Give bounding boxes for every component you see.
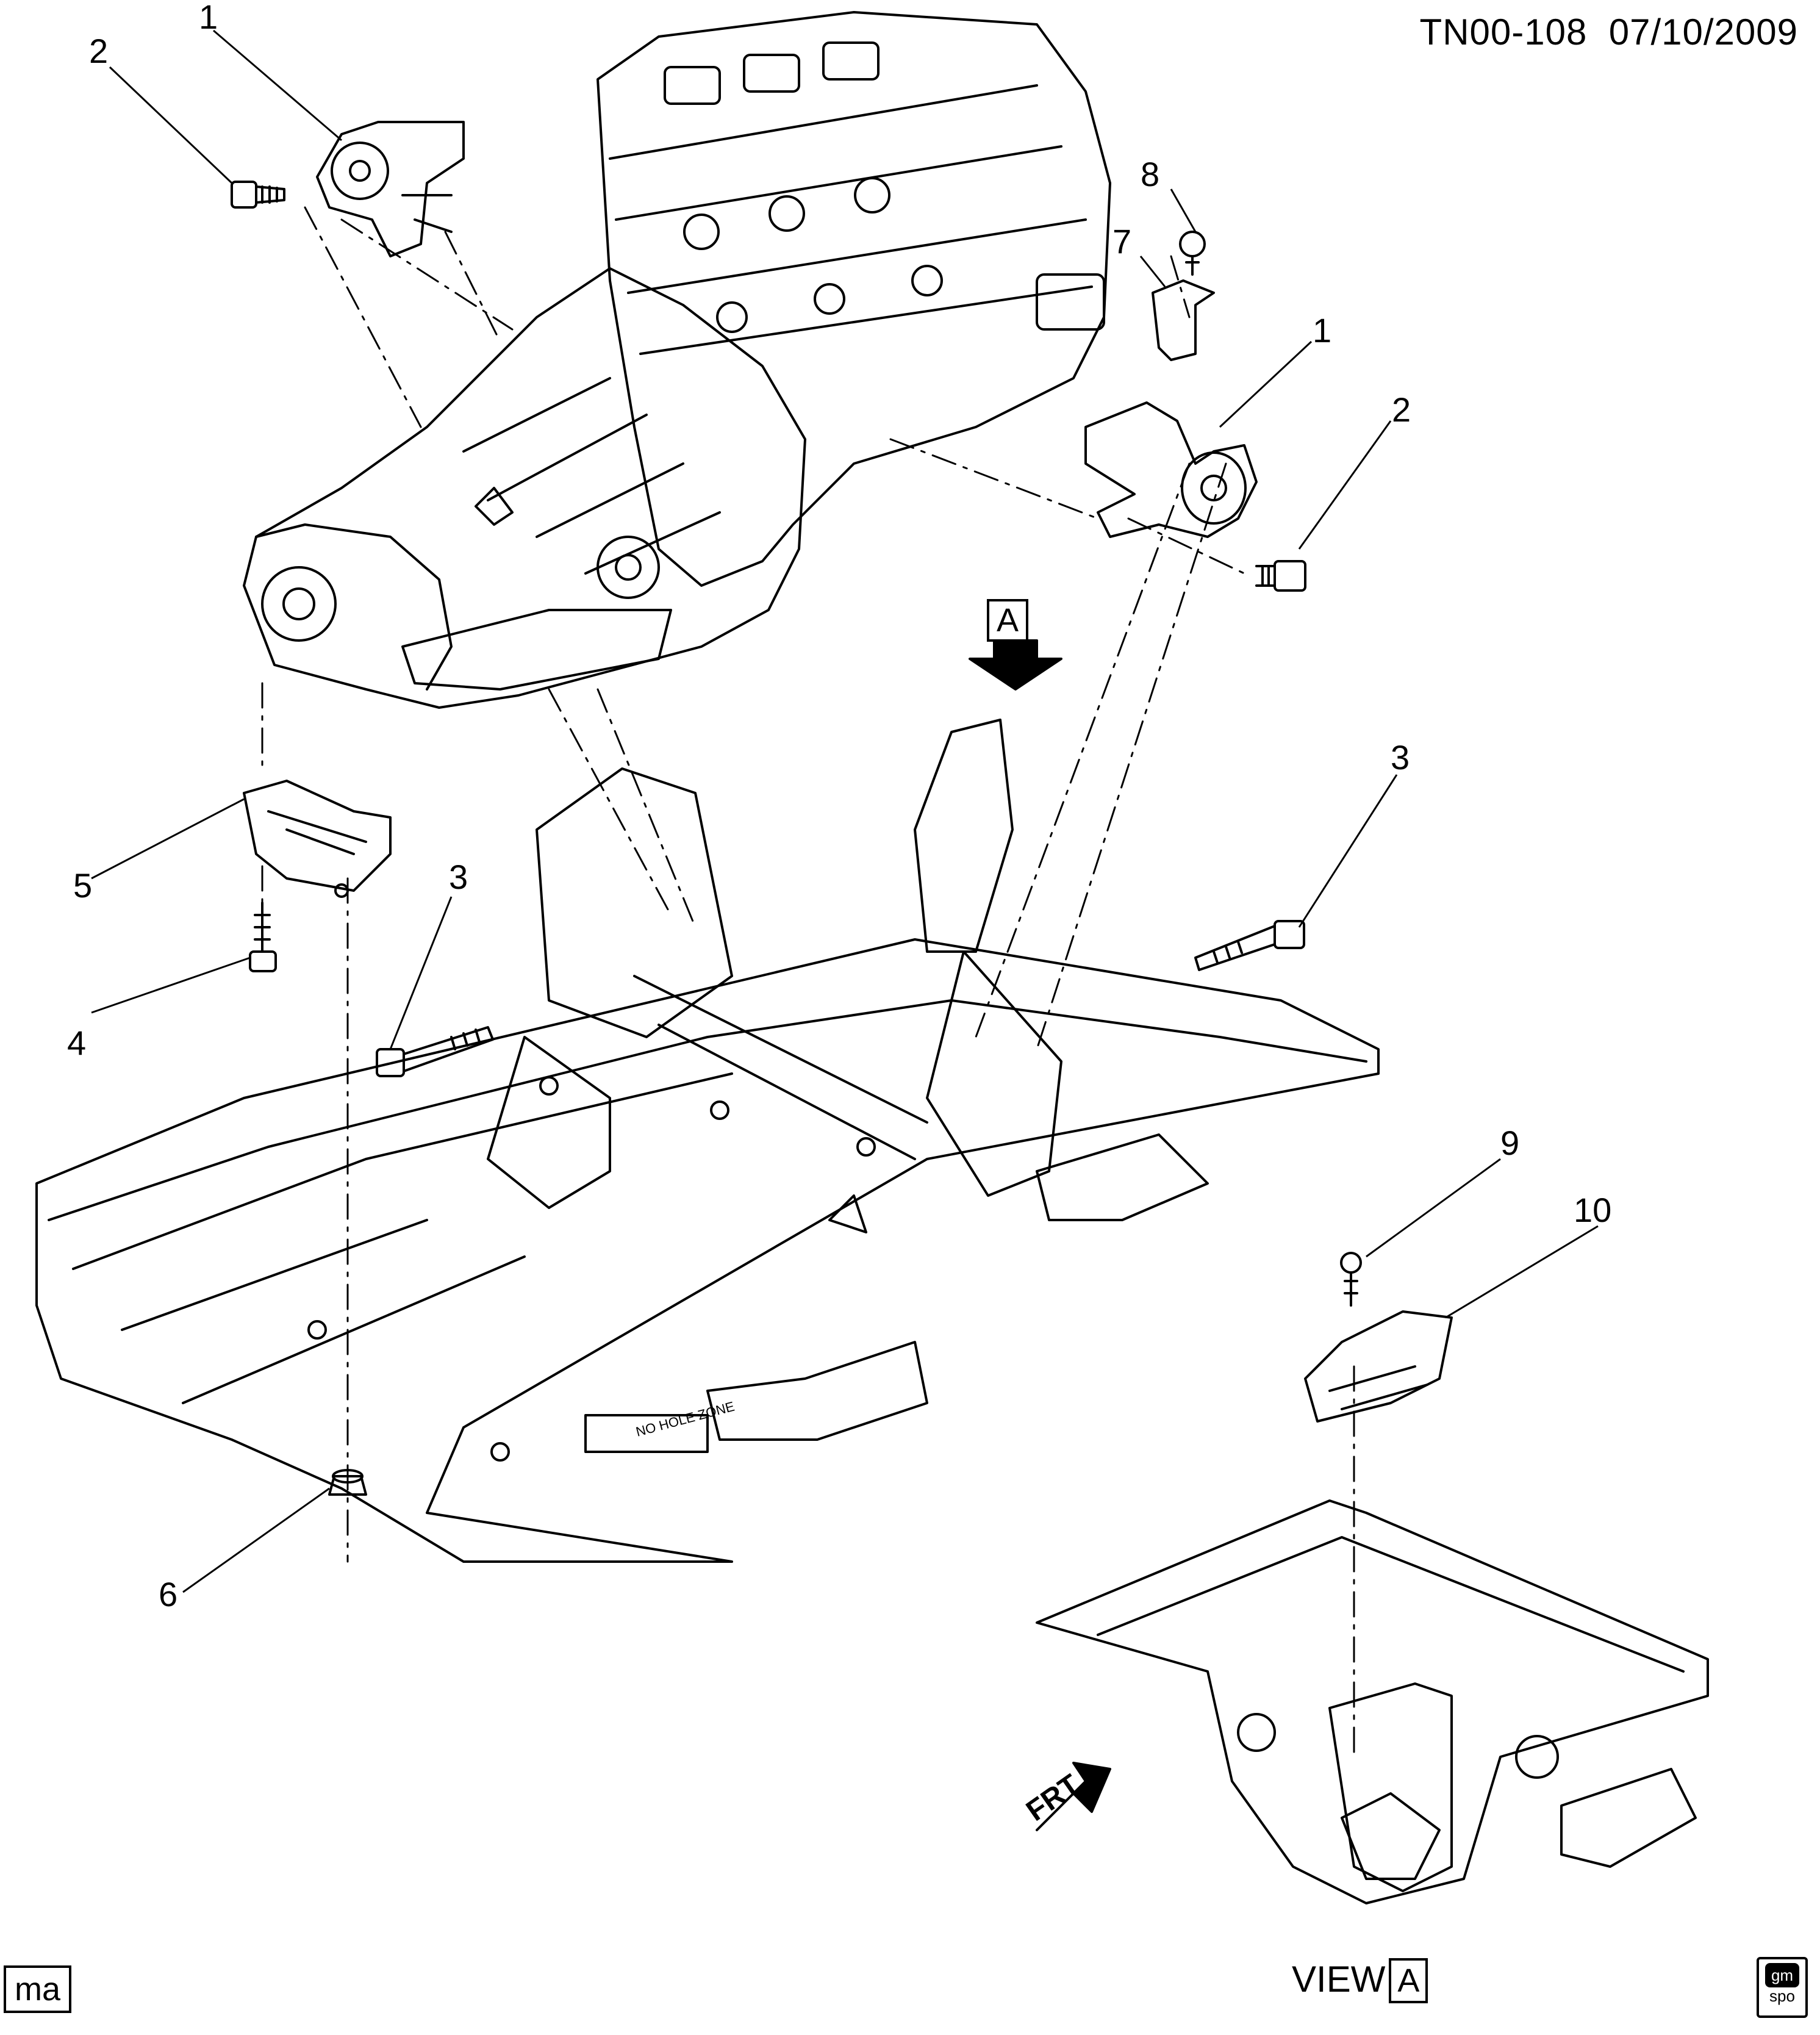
- long-bolt-left: [376, 1026, 494, 1077]
- diagram-id: TN00-108: [1419, 12, 1588, 52]
- callout-10: 10: [1574, 1191, 1612, 1229]
- bolt-top-left: [231, 181, 285, 209]
- diagram-date: 07/10/2009: [1608, 12, 1798, 52]
- bolt-4: [249, 902, 277, 972]
- view-arrow: [969, 639, 1062, 691]
- callout-3-right: 3: [1391, 738, 1410, 777]
- callout-2-right: 2: [1392, 390, 1411, 429]
- diagram-id-date: TN00-108 07/10/2009: [1420, 11, 1798, 53]
- transmission: [243, 267, 806, 709]
- view-letter: A: [1389, 1958, 1428, 2003]
- callout-9: 9: [1500, 1124, 1520, 1162]
- pin-9: [1340, 1252, 1362, 1307]
- transmission-mount-5: [243, 780, 392, 898]
- engine-mount-left: [316, 121, 465, 257]
- engine-mount-right: [1084, 401, 1258, 538]
- callout-7: 7: [1112, 222, 1132, 260]
- bracket-7: [1152, 279, 1215, 361]
- view-a-marker: A: [987, 599, 1029, 642]
- callout-1-right: 1: [1313, 311, 1332, 350]
- callout-5: 5: [73, 866, 93, 905]
- ma-tag: ma: [4, 1965, 72, 2013]
- callout-3-left: 3: [449, 858, 468, 896]
- spo-text: spo: [1769, 1987, 1795, 2005]
- callout-6: 6: [159, 1575, 178, 1613]
- bolt-right: [1255, 560, 1306, 592]
- callout-4: 4: [67, 1024, 87, 1062]
- engine-block: [597, 11, 1111, 587]
- long-bolt-right: [1194, 920, 1305, 971]
- front-arrow: [1036, 1762, 1111, 1831]
- bolt-8: [1179, 231, 1206, 276]
- callout-2-top: 2: [89, 32, 109, 70]
- heat-shield-10: [1304, 1310, 1453, 1423]
- bushing-6: [328, 1469, 367, 1496]
- callout-8: 8: [1141, 155, 1160, 193]
- gm-spo-logo: gm spo: [1757, 1957, 1808, 2018]
- gm-logo-mark: gm: [1765, 1963, 1799, 1987]
- frame-stamp: NO HOLE ZONE: [634, 1399, 736, 1440]
- view-text: VIEW: [1292, 1959, 1386, 2000]
- vehicle-frame: [35, 719, 1380, 1563]
- view-a-detail: [1036, 1499, 1709, 1904]
- callout-1-top: 1: [199, 0, 218, 36]
